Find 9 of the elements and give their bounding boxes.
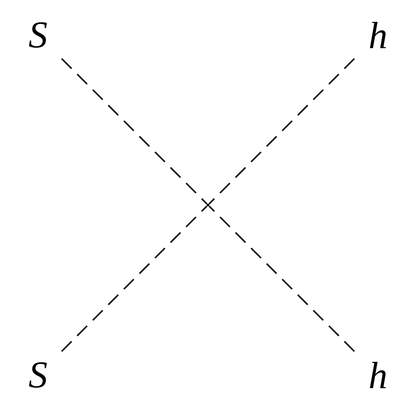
particle-label: S xyxy=(28,22,47,48)
particle-label: h xyxy=(370,22,386,48)
propagator-line xyxy=(208,58,355,204)
propagator-line xyxy=(61,58,208,204)
propagator-line xyxy=(61,206,208,352)
particle-label: S xyxy=(28,362,47,388)
propagator-line xyxy=(208,206,355,352)
vertex-point xyxy=(206,204,210,206)
particle-label: h xyxy=(370,362,386,388)
